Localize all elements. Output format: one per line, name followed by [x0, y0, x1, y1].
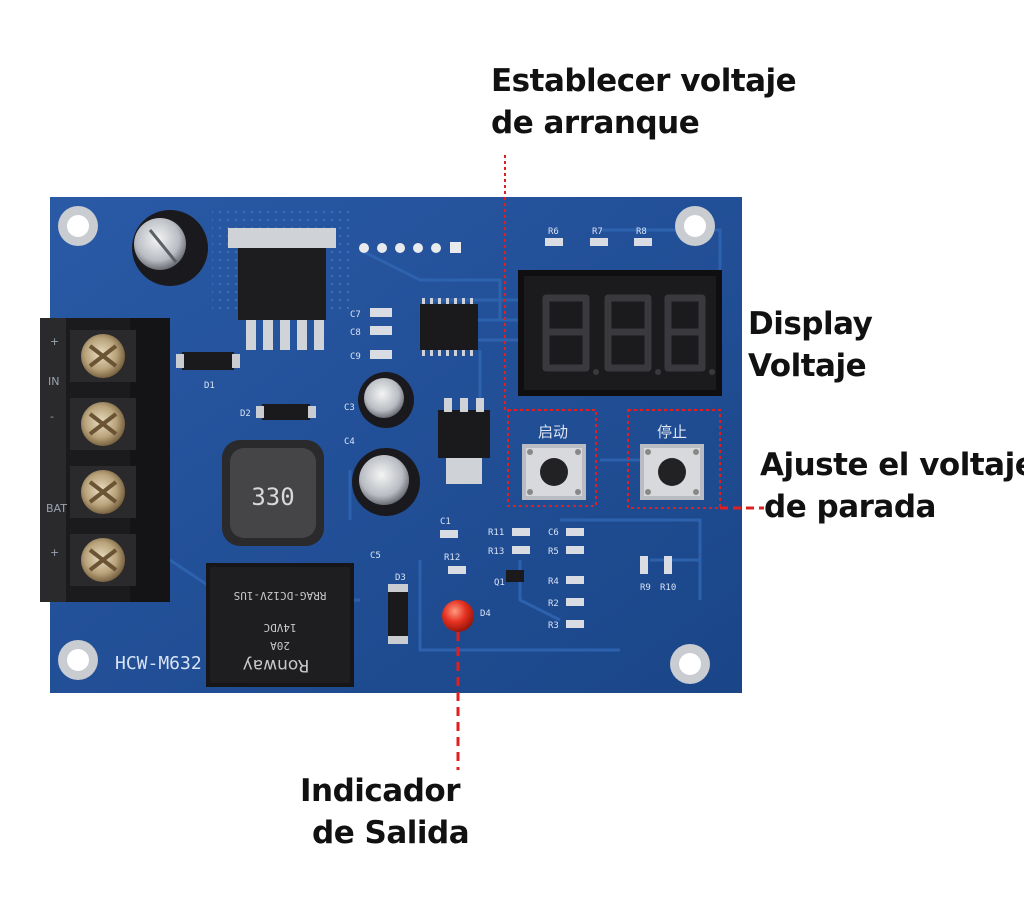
terminal-label-2: IN — [48, 375, 59, 388]
relay-current: 20A — [270, 639, 290, 652]
capacitor-c3: C3 — [344, 372, 414, 428]
label-c1: C1 — [440, 517, 451, 527]
label-stop-voltage: Ajuste el voltaje de parada — [760, 444, 1024, 528]
seven-segment-display — [518, 270, 722, 396]
stop-button-label: 停止 — [657, 423, 687, 441]
resistor-labels: C1 R12 R11 R13 Q1 C6 R5 R4 R2 R3 R9 R10 … — [440, 227, 676, 631]
label-display-line2: Voltaje — [748, 348, 867, 384]
label-stop-voltage-line1: Ajuste el voltaje — [760, 447, 1024, 483]
terminal-screw-1[interactable] — [70, 330, 136, 382]
smd-resistors — [440, 238, 672, 628]
label-d4: D4 — [480, 609, 491, 619]
label-output-line2: de Salida — [312, 815, 470, 851]
smd-caps-c7-c9: C7 C8 C9 — [350, 308, 392, 362]
label-r9: R9 — [640, 583, 651, 593]
stop-button-highlight — [627, 409, 721, 509]
label-c4: C4 — [344, 437, 355, 447]
label-r5: R5 — [548, 547, 559, 557]
terminal-label-4: BAT — [46, 502, 67, 515]
label-r7: R7 — [592, 227, 603, 237]
label-output-indicator: Indicador de Salida — [300, 770, 470, 854]
label-display-line1: Display — [748, 306, 873, 342]
relay-brand: Ronway — [243, 655, 310, 675]
label-r10: R10 — [660, 583, 676, 593]
label-stop-voltage-line2: de parada — [764, 489, 936, 525]
capacitor-c4: C4 C5 — [344, 437, 420, 561]
stop-button[interactable]: 停止 — [640, 423, 704, 500]
transistor-q1 — [506, 570, 524, 582]
terminal-label-3: - — [50, 410, 54, 423]
label-d3: D3 — [395, 573, 406, 583]
capacitor-top-left — [132, 210, 208, 286]
output-led: D4 — [442, 600, 491, 632]
terminal-block: + IN - BAT + — [40, 318, 170, 602]
label-d1: D1 — [204, 381, 215, 391]
label-start-voltage-line2: de arranque — [491, 105, 700, 141]
relay: RRAG-DC12V-1US 14VDC 20A Ronway — [206, 563, 354, 687]
label-c7: C7 — [350, 310, 361, 320]
label-r2: R2 — [548, 599, 559, 609]
ic-chip — [420, 298, 478, 356]
transistor-to252 — [438, 398, 490, 484]
inductor: 330 — [222, 440, 324, 546]
start-button-highlight — [507, 409, 597, 507]
label-output-line1: Indicador — [300, 773, 461, 809]
diode-d3: D3 — [388, 573, 408, 644]
mounting-holes — [58, 206, 715, 684]
diode-d2: D2 — [240, 404, 316, 420]
label-r6: R6 — [548, 227, 559, 237]
label-r3: R3 — [548, 621, 559, 631]
label-start-voltage: Establecer voltaje de arranque — [491, 60, 797, 144]
inductor-code: 330 — [251, 483, 294, 511]
label-r12: R12 — [444, 553, 460, 563]
label-c5: C5 — [370, 551, 381, 561]
start-button-label: 启动 — [538, 423, 568, 441]
label-q1: Q1 — [494, 578, 505, 588]
diode-d1: D1 — [176, 352, 240, 391]
board-model: HCW-M632 — [115, 653, 202, 674]
label-r13: R13 — [488, 547, 504, 557]
label-c6: C6 — [548, 528, 559, 538]
header-pads — [359, 242, 461, 253]
label-r8: R8 — [636, 227, 647, 237]
terminal-label-1: + — [50, 335, 59, 348]
label-display-voltage: Display Voltaje — [748, 303, 873, 387]
label-c8: C8 — [350, 328, 361, 338]
terminal-label-5: + — [50, 546, 59, 559]
label-r4: R4 — [548, 577, 559, 587]
relay-voltage: 14VDC — [263, 621, 296, 634]
terminal-screw-4[interactable] — [70, 534, 136, 586]
terminal-screw-3[interactable] — [70, 466, 136, 518]
terminal-screw-2[interactable] — [70, 398, 136, 450]
label-r11: R11 — [488, 528, 504, 538]
relay-model: RRAG-DC12V-1US — [234, 589, 327, 602]
voltage-regulator — [228, 228, 336, 350]
label-c9: C9 — [350, 352, 361, 362]
pcb-traces — [169, 228, 722, 652]
label-start-voltage-line1: Establecer voltaje — [491, 63, 797, 99]
label-c3: C3 — [344, 403, 355, 413]
label-d2: D2 — [240, 409, 251, 419]
start-button[interactable]: 启动 — [522, 423, 586, 500]
